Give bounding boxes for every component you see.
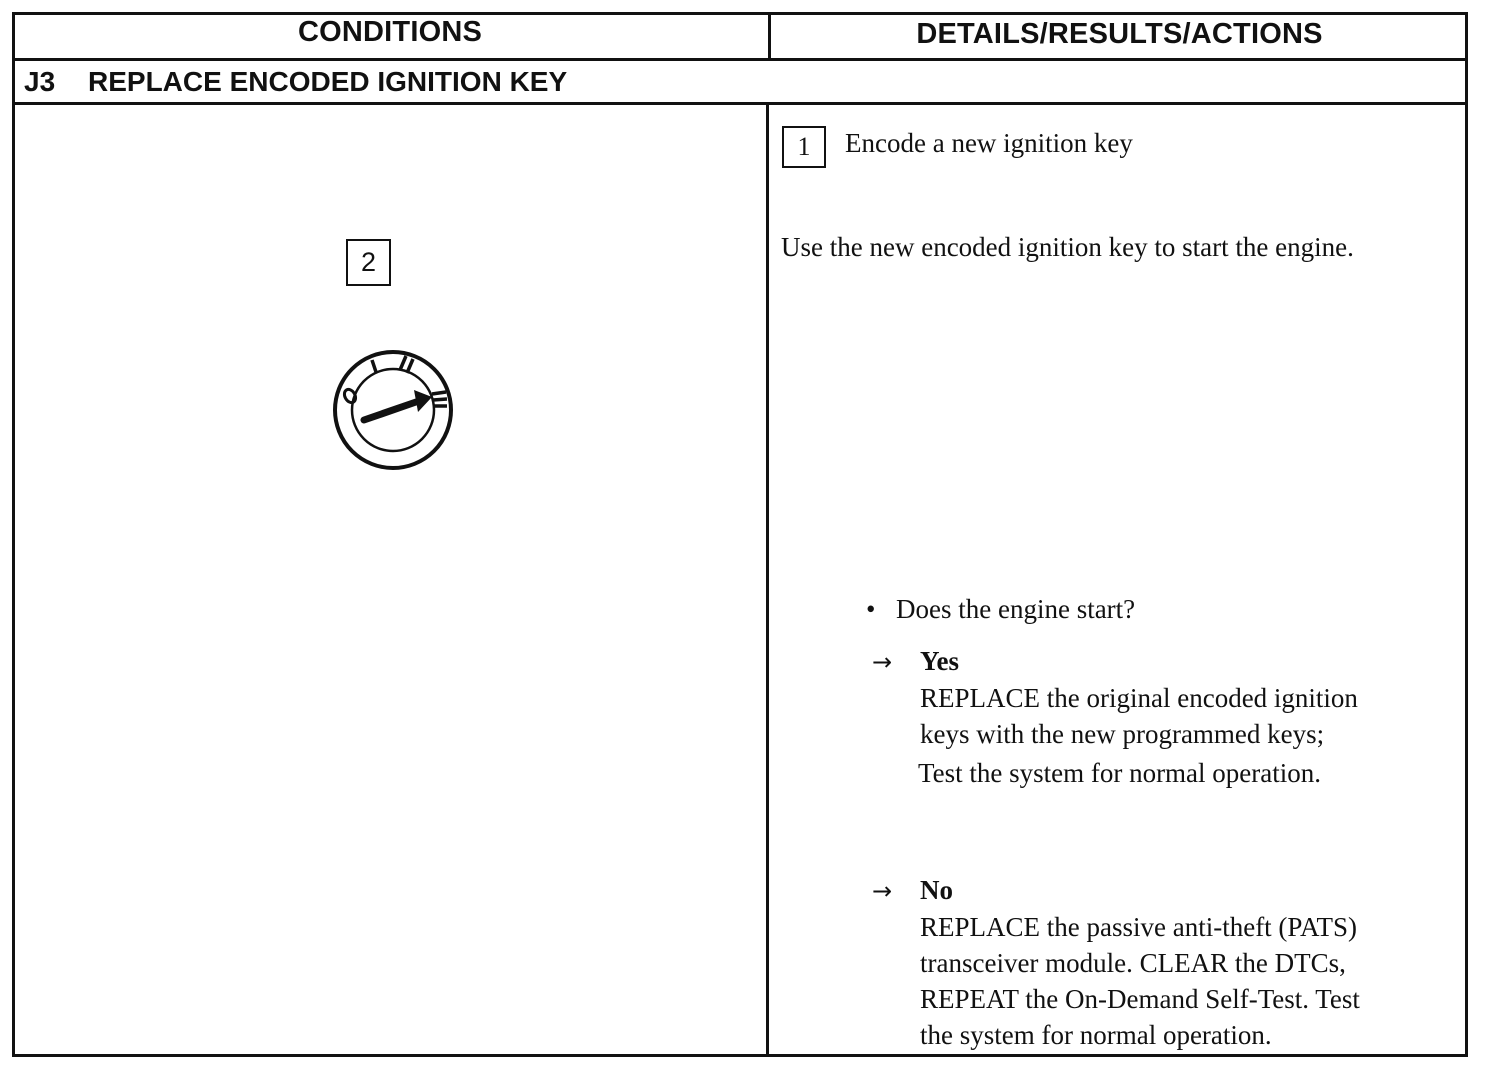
step-1-label: Encode a new ignition key [845, 128, 1133, 158]
step-2-box: 2 [346, 239, 391, 286]
section-code: J3 [24, 66, 56, 97]
no-action-line: the system for normal operation. [920, 1020, 1272, 1050]
column-divider-body [766, 102, 769, 1057]
yes-arrow-icon: → [872, 648, 893, 676]
yes-label: Yes [920, 646, 959, 676]
conditions-header: CONDITIONS [297, 16, 483, 48]
ignition-switch-icon [333, 350, 453, 470]
step-1-box: 1 [782, 126, 826, 168]
no-arrow-icon: → [872, 877, 893, 905]
no-action-block: REPLACE the passive anti-theft (PATS) tr… [920, 909, 1360, 1053]
section-title-text: REPLACE ENCODED IGNITION KEY [88, 66, 568, 97]
question-bullet: • [866, 594, 876, 624]
step-1-number: 1 [797, 132, 811, 161]
no-action-line: REPLACE the passive anti-theft (PATS) [920, 912, 1357, 942]
section-title: J3 REPLACE ENCODED IGNITION KEY [24, 66, 567, 98]
yes-action-block: REPLACE the original encoded ignition ke… [920, 680, 1358, 752]
table-frame [12, 12, 1468, 1057]
no-action-line: REPEAT the On-Demand Self-Test. Test [920, 984, 1360, 1014]
header-divider [12, 58, 1468, 61]
yes-test-text: Test the system for normal operation. [918, 758, 1322, 788]
section-divider [12, 102, 1468, 105]
column-divider-top [768, 12, 771, 60]
no-label: No [920, 875, 953, 905]
instruction-text: Use the new encoded ignition key to star… [781, 232, 1354, 262]
details-header: DETAILS/RESULTS/ACTIONS [916, 18, 1323, 50]
no-action-line: transceiver module. CLEAR the DTCs, [920, 948, 1346, 978]
question-text: Does the engine start? [896, 594, 1136, 624]
step-2-number: 2 [360, 247, 377, 277]
yes-action-line: REPLACE the original encoded ignition [920, 683, 1358, 713]
yes-action-line: keys with the new programmed keys; [920, 719, 1325, 749]
